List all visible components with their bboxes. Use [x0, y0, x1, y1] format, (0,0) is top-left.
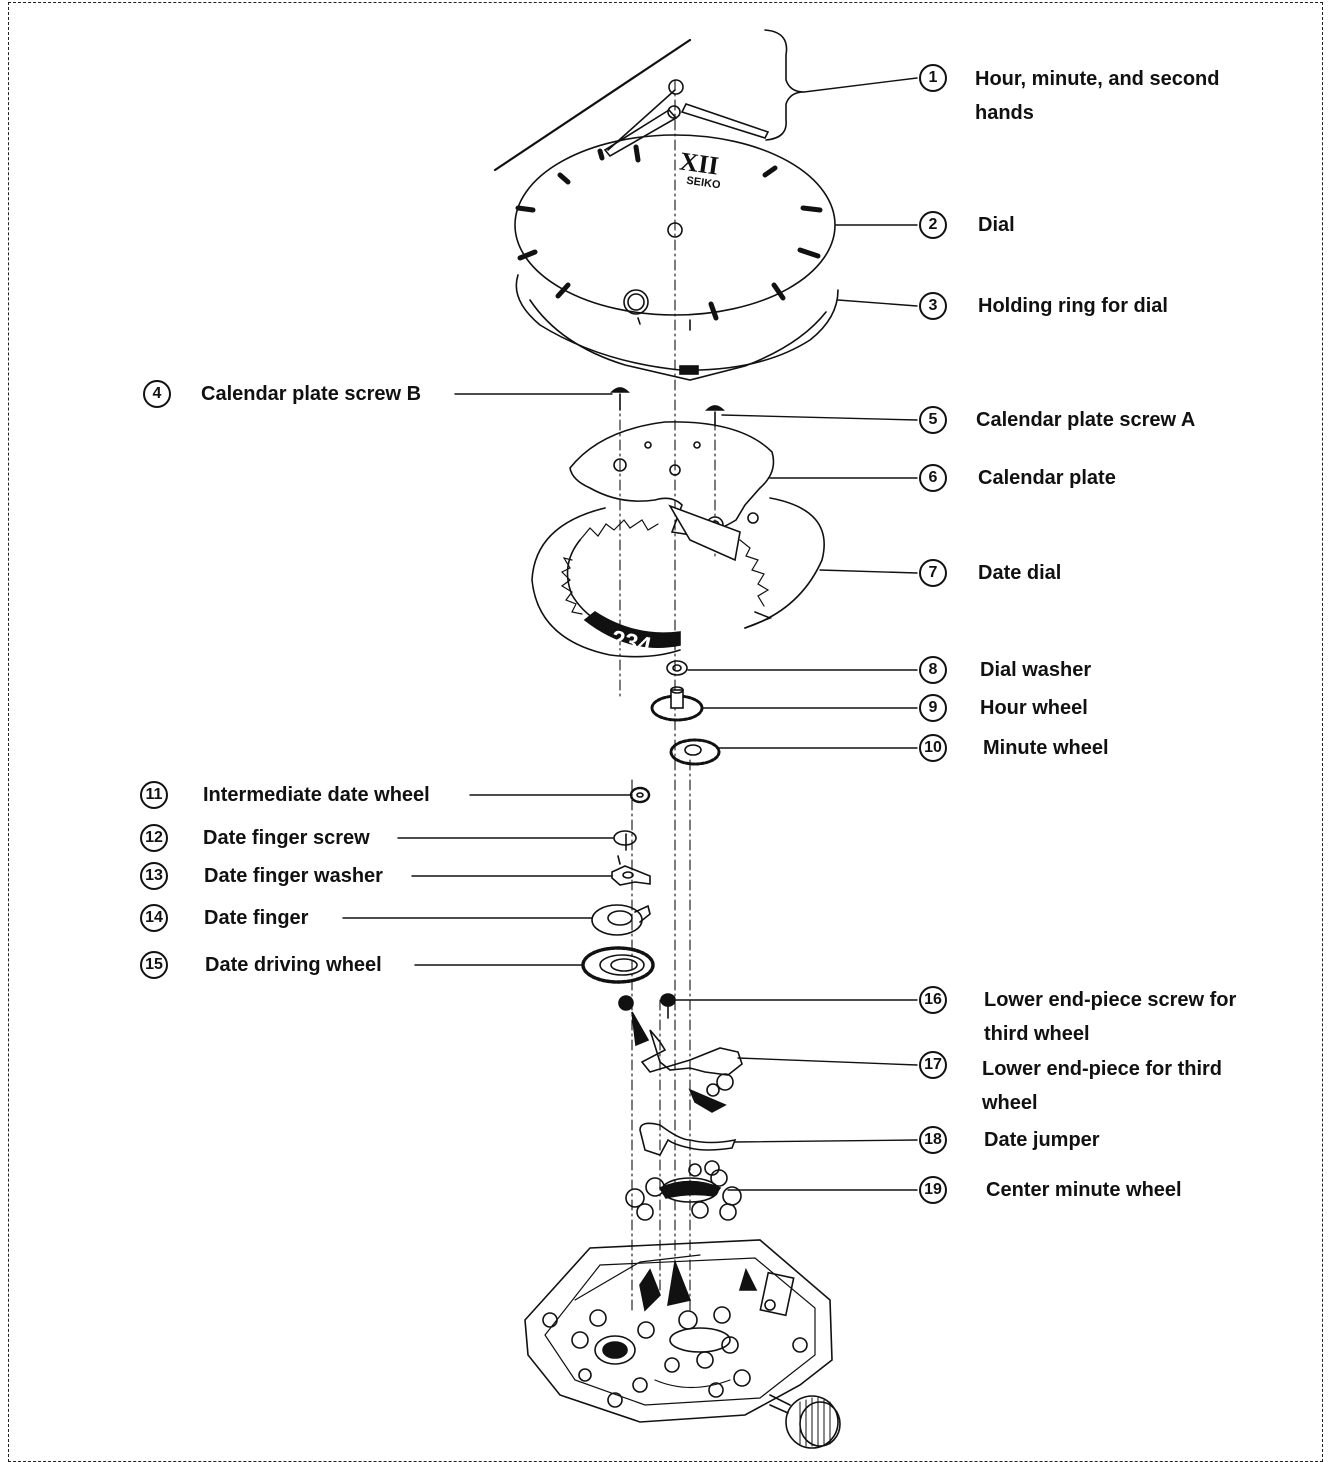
center-minute-wheel: [625, 1160, 742, 1221]
calendar-plate: [569, 421, 775, 537]
callout-number: 4: [143, 380, 171, 408]
date-finger-screw: [613, 830, 637, 851]
callout-number: 13: [140, 862, 168, 890]
label-calendar-screw-a: Calendar plate screw A: [976, 409, 1196, 431]
movement-base: [524, 1239, 833, 1423]
date-finger: [591, 904, 651, 936]
callout-number: 11: [140, 781, 168, 809]
dial-brand-text: SEIKO: [686, 175, 722, 192]
label-date-finger-screw: Date finger screw: [203, 827, 370, 849]
intermediate-date-wheel: [629, 786, 651, 804]
minute-wheel: [669, 738, 721, 766]
assembly-axes: [619, 79, 716, 1311]
label-holding-ring: Holding ring for dial: [978, 295, 1168, 317]
callout-number: 19: [919, 1176, 947, 1204]
callout-number: 5: [919, 406, 947, 434]
label-date-jumper: Date jumper: [984, 1129, 1100, 1151]
callout-number: 18: [919, 1126, 947, 1154]
callout-number: 16: [919, 986, 947, 1014]
date-jumper: [639, 1088, 737, 1156]
calendar-screw-a: [705, 405, 725, 427]
label-center-minute-wheel: Center minute wheel: [986, 1179, 1182, 1201]
callout-number: 14: [140, 904, 168, 932]
lower-end-piece: [640, 1029, 743, 1097]
label-intermediate-date-wheel: Intermediate date wheel: [203, 784, 430, 806]
label-date-driving-wheel: Date driving wheel: [205, 954, 382, 976]
label-calendar-screw-b: Calendar plate screw B: [201, 383, 422, 405]
label-date-dial: Date dial: [978, 562, 1062, 584]
hands-bracket: [764, 29, 805, 141]
label-calendar-plate: Calendar plate: [978, 467, 1116, 489]
callout-number: 9: [919, 694, 947, 722]
label-date-finger: Date finger: [204, 907, 309, 929]
callout-number: 10: [919, 734, 947, 762]
leader-lines: [342, 77, 918, 1191]
dial-washer: [666, 660, 688, 676]
label-date-finger-washer: Date finger washer: [204, 865, 383, 887]
dial-plate: [514, 134, 836, 331]
callout-number: 15: [140, 951, 168, 979]
holding-ring: [515, 274, 839, 381]
date-dial: [531, 497, 825, 658]
label-lower-end-piece: Lower end-piece for third wheel: [982, 1058, 1223, 1114]
label-dial-washer: Dial washer: [980, 659, 1092, 681]
callout-number: 12: [140, 824, 168, 852]
hour-wheel: [650, 686, 704, 722]
label-lower-end-piece-screw: Lower end-piece screw for third wheel: [984, 989, 1237, 1045]
callout-number: 17: [919, 1051, 947, 1079]
label-hands: Hour, minute, and second hands: [975, 68, 1220, 124]
callout-number: 6: [919, 464, 947, 492]
calendar-screw-b: [610, 387, 630, 411]
callout-number: 1: [919, 64, 947, 92]
label-minute-wheel: Minute wheel: [983, 737, 1109, 759]
label-dial: Dial: [978, 214, 1015, 236]
winding-crown: [769, 1394, 841, 1449]
date-finger-washer: [611, 855, 651, 886]
callout-number: 8: [919, 656, 947, 684]
label-hour-wheel: Hour wheel: [980, 697, 1088, 719]
callout-number: 3: [919, 292, 947, 320]
lower-end-piece-screw: [618, 993, 676, 1047]
watch-hands: [493, 38, 770, 172]
date-driving-wheel: [581, 946, 655, 984]
callout-number: 2: [919, 211, 947, 239]
dial-mark-text: XII: [678, 147, 721, 181]
callout-number: 7: [919, 559, 947, 587]
